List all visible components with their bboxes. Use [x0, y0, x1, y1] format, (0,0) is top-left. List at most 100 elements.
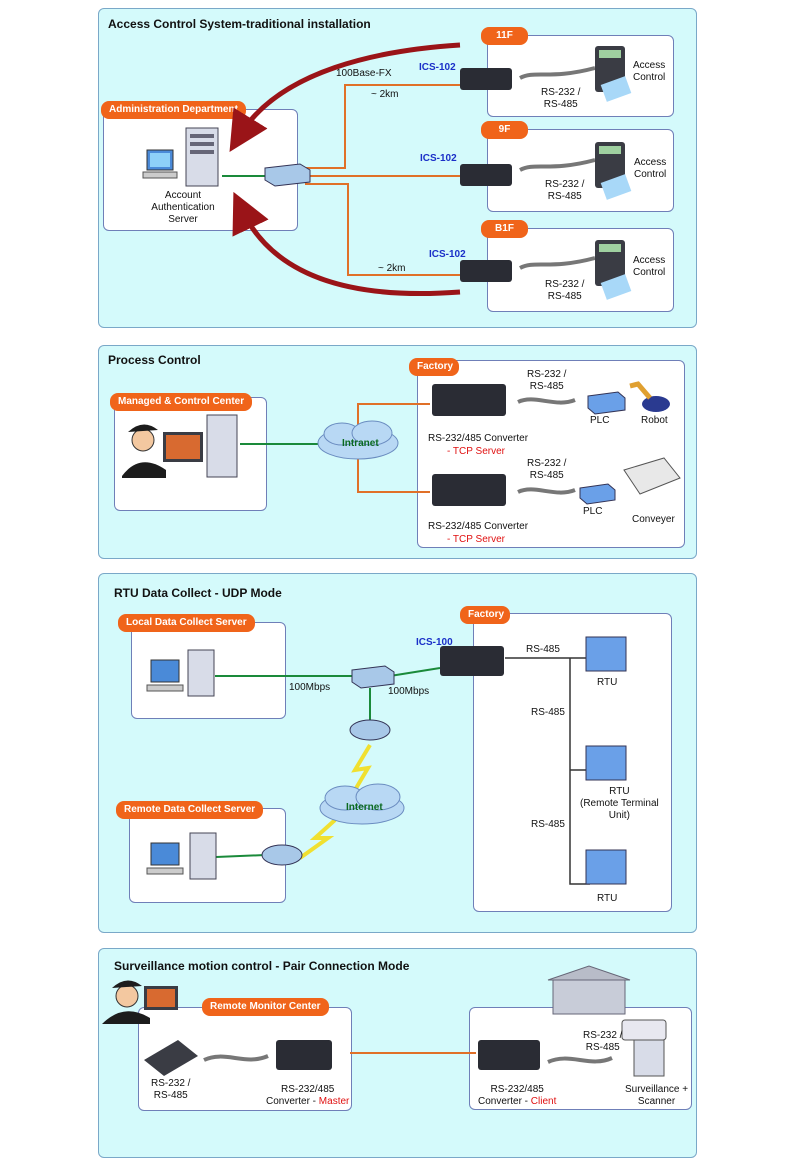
serial-cable-icon-9f	[519, 158, 596, 172]
serial-cable-icon-11f	[519, 66, 596, 80]
plc-icon-top	[587, 391, 626, 415]
return-arrow-top	[229, 42, 461, 153]
conveyer-label: Conveyer	[632, 514, 675, 525]
control-center-tag: Managed & Control Center	[110, 393, 253, 411]
building-icon	[547, 965, 631, 1015]
access-keypad-icon-11f	[595, 46, 632, 102]
pc-icon-remote	[146, 842, 184, 875]
lightning-bolt-icon-top	[350, 743, 372, 797]
server-icon-remote	[189, 832, 217, 880]
converter-icon-ics100	[440, 646, 504, 676]
distance-label-bottom: ~ 2km	[378, 263, 406, 274]
converter-icon-b1f	[460, 260, 512, 282]
endpoint-label-b1f: Access Control	[633, 255, 666, 278]
converter-icon-master	[276, 1040, 332, 1070]
lan-line-remote	[215, 854, 266, 858]
serial-label-right: RS-232 / RS-485	[583, 1030, 623, 1053]
operator-icon-surveillance	[102, 980, 150, 1024]
endpoint-label-9f: Access Control	[634, 157, 667, 180]
internet-cloud-icon	[319, 783, 405, 825]
device-label-11f: ICS-102	[419, 62, 456, 73]
rtu-icon-1	[585, 636, 627, 672]
server-icon	[185, 127, 219, 187]
pc-icon	[142, 149, 178, 179]
serial-cable-icon-b1f	[519, 256, 596, 270]
endpoint-label-11f: Access Control	[633, 60, 666, 83]
bus-label-3: RS-485	[531, 819, 565, 830]
administration-tag: Administration Department	[101, 101, 246, 119]
server-icon-local	[187, 649, 215, 697]
converter-icon-process-top	[432, 384, 506, 416]
access-control-title: Access Control System-traditional instal…	[108, 17, 371, 31]
pc-icon-local	[146, 659, 184, 692]
plc-label-top: PLC	[590, 415, 610, 426]
internet-label: Internet	[346, 802, 383, 813]
process-control-title: Process Control	[108, 353, 201, 367]
serial-label-process-top: RS-232 / RS-485	[527, 369, 567, 392]
keyboard-controller-icon	[144, 1040, 198, 1076]
distance-label-top: ~ 2km	[371, 89, 399, 100]
floor-11f-tag: 11F	[481, 27, 528, 45]
serial-label-9f: RS-232 / RS-485	[545, 179, 585, 202]
client-converter-label: RS-232/485 Converter - Client	[478, 1084, 556, 1108]
converter-icon-client	[478, 1040, 540, 1070]
access-keypad-icon-b1f	[595, 240, 632, 300]
speed-label-ics: 100Mbps	[388, 686, 430, 697]
surveillance-title: Surveillance motion control - Pair Conne…	[114, 959, 410, 973]
lan-line-ics	[389, 667, 441, 677]
surveillance-endpoint-label: Surveillance + Scanner	[625, 1084, 689, 1107]
bus-label-2: RS-485	[531, 707, 565, 718]
serial-cable-icon-process-top	[517, 397, 576, 405]
intranet-cloud-icon	[317, 420, 399, 460]
rtu-label-1: RTU	[597, 677, 618, 688]
speed-label-local: 100Mbps	[289, 682, 331, 693]
remote-server-tag: Remote Data Collect Server	[116, 801, 264, 819]
plc-icon-bottom	[579, 483, 616, 505]
return-arrow-bottom	[232, 191, 461, 297]
switch-icon-rtu	[351, 665, 395, 689]
factory-tag-rtu: Factory	[460, 606, 510, 624]
rtu-icon-2	[585, 745, 627, 781]
bus-label-1: RS-485	[526, 644, 560, 655]
serial-label-left: RS-232 / RS-485	[151, 1078, 191, 1101]
intranet-label: Intranet	[342, 438, 379, 449]
lightning-bolt-icon-bottom	[298, 818, 337, 860]
fiber-label: 100Base-FX	[336, 68, 392, 79]
plc-label-bottom: PLC	[583, 506, 603, 517]
laptop-icon	[144, 986, 178, 1010]
surveillance-camera-icon	[621, 1019, 667, 1077]
robot-icon	[629, 381, 670, 412]
factory-tag-process: Factory	[409, 358, 459, 376]
serial-label-b1f: RS-232 / RS-485	[545, 279, 585, 302]
converter-icon-11f	[460, 68, 512, 90]
master-converter-text: RS-232/485 Converter -	[266, 1084, 335, 1107]
master-converter-label: RS-232/485 Converter - Master	[266, 1084, 349, 1108]
access-keypad-icon-9f	[595, 142, 632, 200]
fiber-line-11f	[305, 84, 460, 169]
robot-label: Robot	[641, 415, 668, 426]
master-mode-label: Master	[318, 1096, 350, 1107]
fiber-line-b1f	[305, 183, 460, 276]
floor-11f-zone	[487, 35, 674, 117]
monitor-center-tag: Remote Monitor Center	[202, 998, 329, 1016]
server-icon-center	[206, 414, 238, 478]
device-label-b1f: ICS-102	[429, 249, 466, 260]
local-server-tag: Local Data Collect Server	[118, 614, 255, 632]
switch-icon	[264, 163, 311, 187]
fiber-line-converter-bottom	[357, 458, 430, 493]
rtu-data-collect-title: RTU Data Collect - UDP Mode	[114, 586, 282, 600]
server-label: Account Authentication Server	[151, 190, 215, 225]
serial-label-process-bottom: RS-232 / RS-485	[527, 458, 567, 481]
floor-b1f-tag: B1F	[481, 220, 528, 238]
floor-9f-tag: 9F	[481, 121, 528, 139]
client-mode-label: Client	[530, 1096, 557, 1107]
rtu-label-2: RTU (Remote Terminal Unit)	[580, 786, 659, 821]
converter-label-bottom: RS-232/485 Converter	[428, 521, 529, 532]
mode-label-bottom: - TCP Server	[447, 534, 505, 545]
monitor-icon	[163, 432, 203, 462]
rtu-icon-3	[585, 849, 627, 885]
